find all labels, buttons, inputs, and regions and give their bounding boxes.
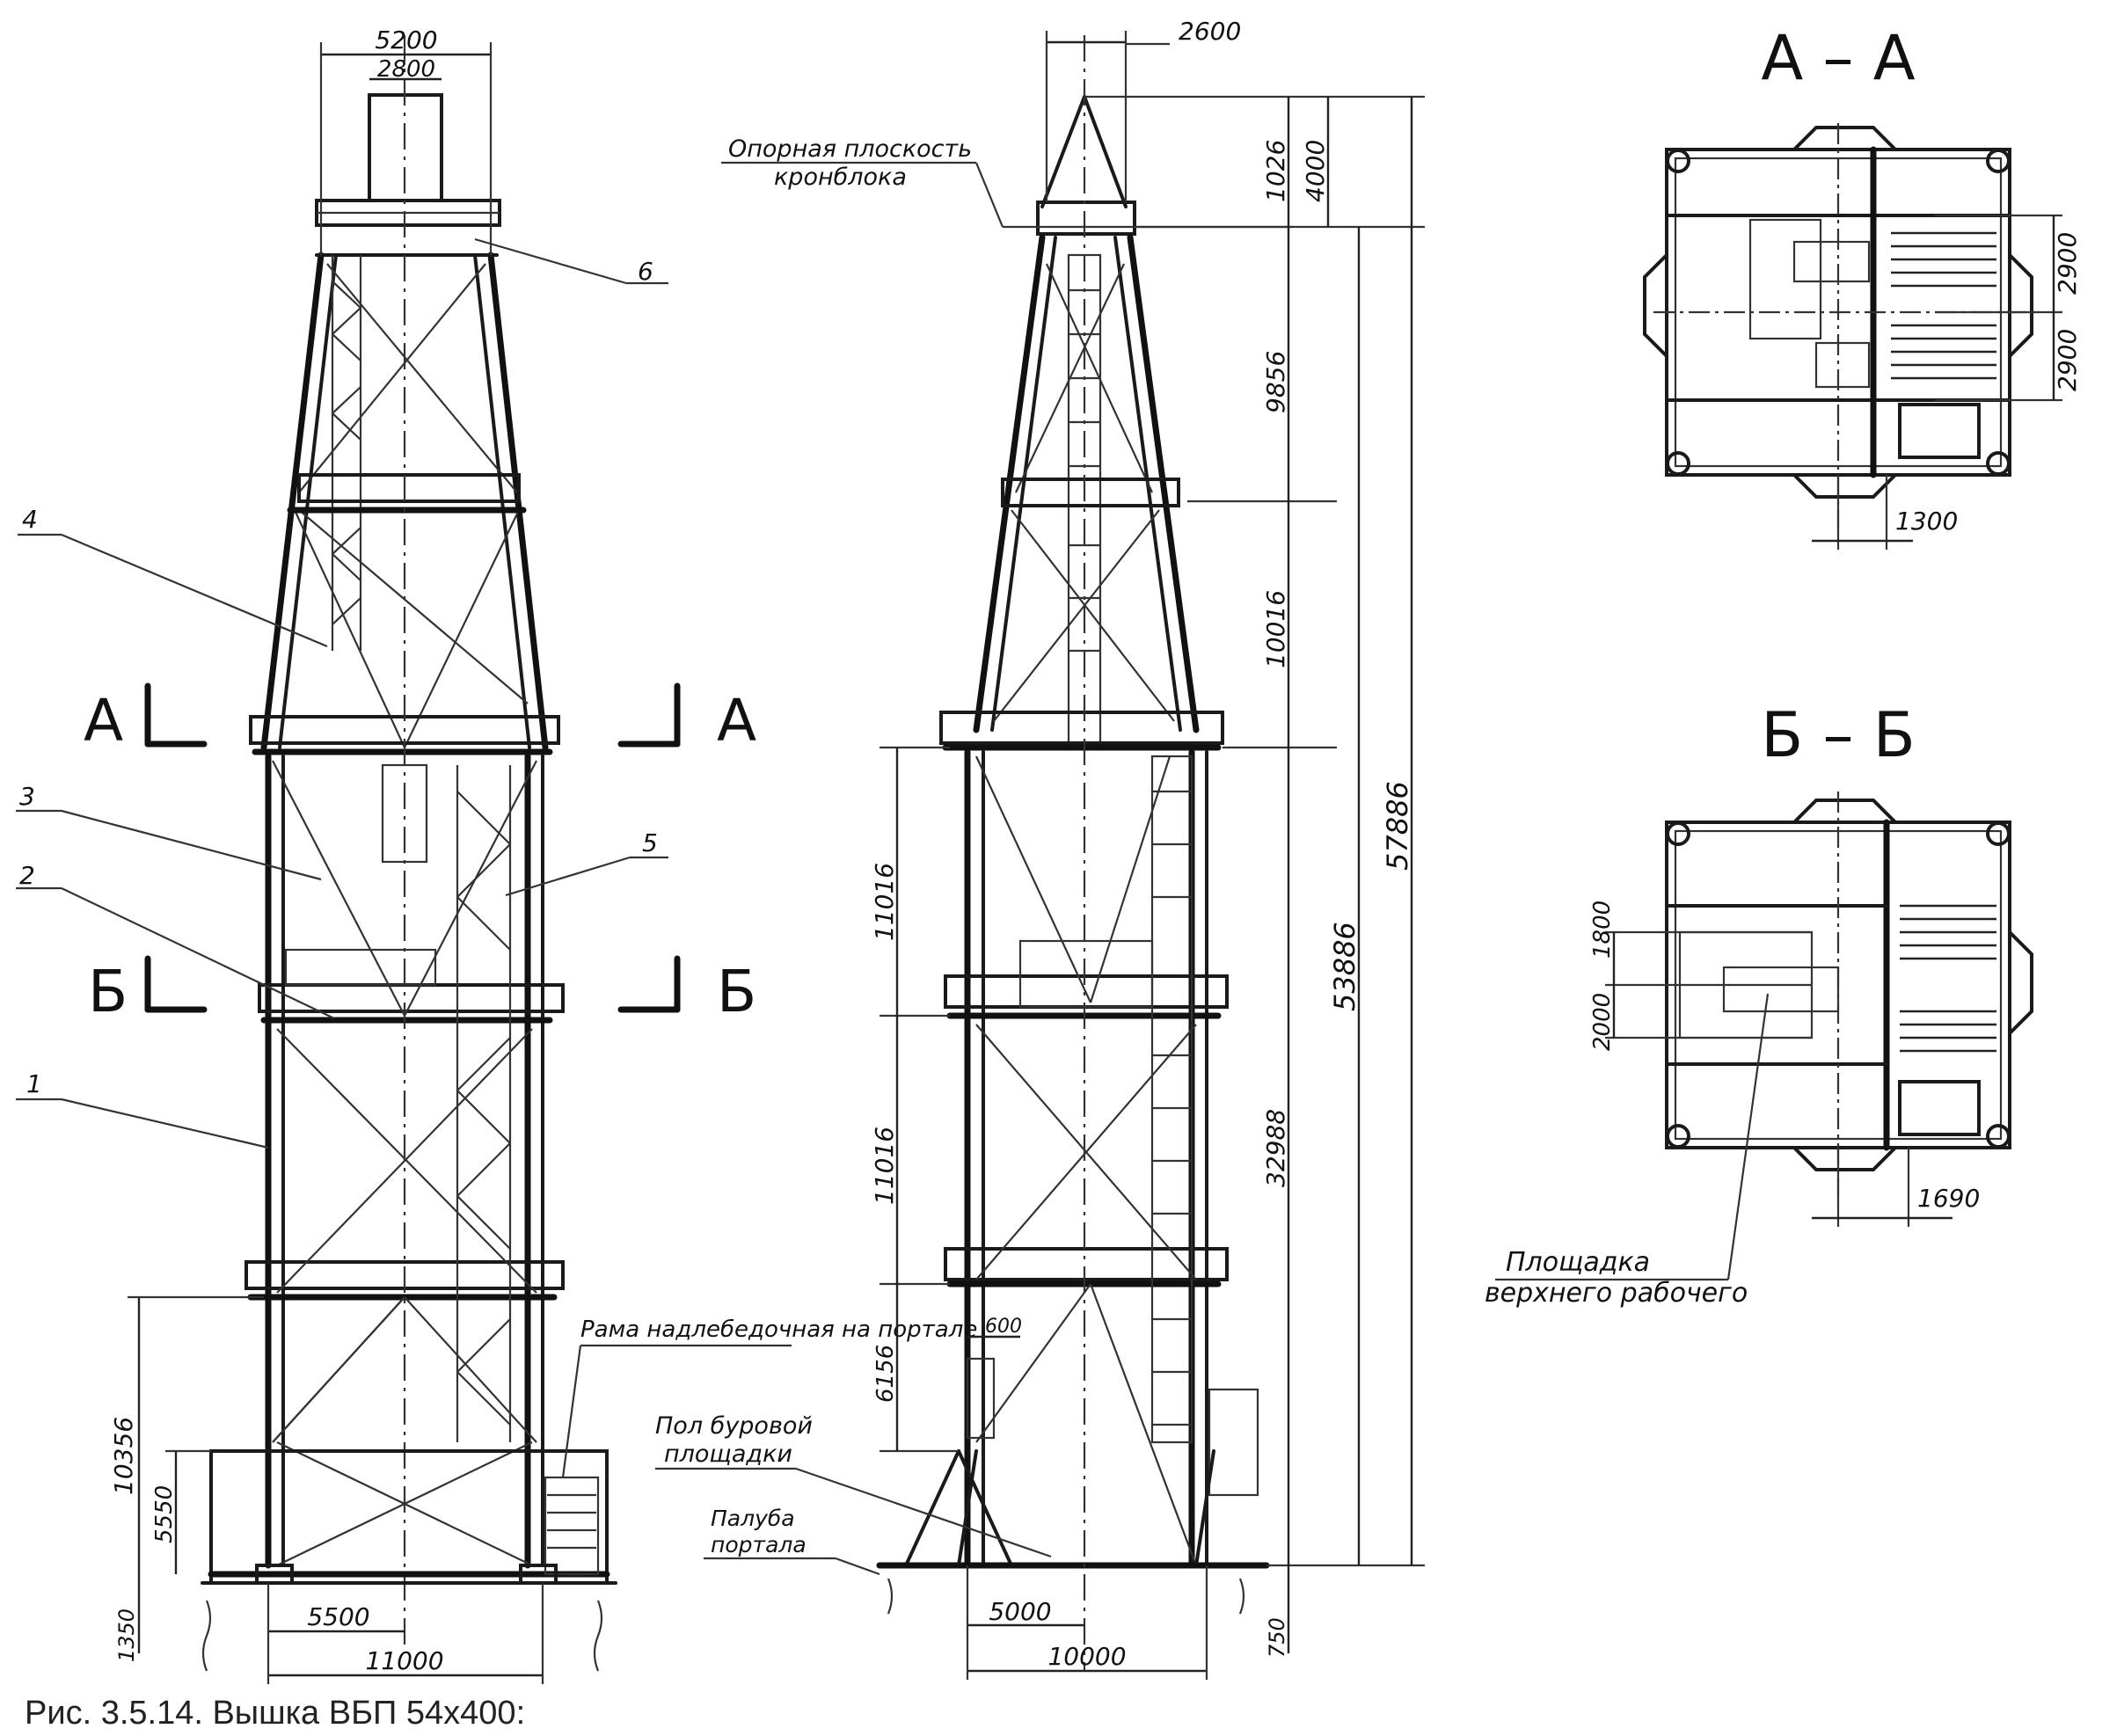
dim-top-width: 5200 — [375, 26, 437, 55]
dim-5550: 5550 — [151, 1485, 178, 1543]
dim-1350: 1350 — [114, 1608, 139, 1662]
dim-750: 750 — [1265, 1617, 1289, 1658]
note-frame-label: Рама надлебедочная на портале — [580, 1317, 977, 1343]
section-mark-aa-left: A — [84, 687, 123, 755]
figure-caption: Рис. 3.5.14. Вышка ВБП 54x400: — [25, 1695, 525, 1732]
dim-5000: 5000 — [989, 1597, 1051, 1626]
label-portal-deck-2: портала — [711, 1532, 807, 1557]
label-rig-floor-2: площадки — [664, 1441, 792, 1468]
dim-11016-lower: 11016 — [870, 1127, 899, 1205]
callouts: 6 4 3 2 1 5 — [16, 237, 668, 1149]
dim-half-base: 5500 — [307, 1602, 369, 1631]
section-mark-bb-right: Б — [717, 958, 756, 1025]
dim-10356: 10356 — [109, 1417, 138, 1495]
dim-600: 600 — [985, 1316, 1022, 1338]
section-mark-aa-right: A — [717, 687, 756, 755]
dim-2600: 2600 — [1179, 17, 1241, 46]
dim-6156: 6156 — [872, 1345, 899, 1403]
dim-2900-upper: 2900 — [2053, 232, 2082, 295]
front-view: A A Б Б 6 4 3 2 1 5 — [16, 26, 977, 1684]
callout-6: 6 — [638, 257, 653, 286]
section-bb: Б – Б 1800 2000 16 — [1485, 699, 2033, 1309]
label-crown-plane-1: Опорная плоскость — [728, 135, 972, 163]
label-rig-floor-1: Пол буровой — [655, 1412, 813, 1440]
label-crown-plane-2: кронблока — [774, 164, 907, 191]
dim-10000: 10000 — [1047, 1642, 1126, 1671]
front-dimensions: 5200 2800 10356 5550 1350 5500 11000 — [109, 26, 544, 1684]
callout-1: 1 — [26, 1069, 42, 1098]
dim-53886: 53886 — [1328, 922, 1361, 1011]
dim-57886: 57886 — [1381, 781, 1414, 871]
dim-10016: 10016 — [1261, 590, 1290, 668]
dim-1026: 1026 — [1261, 140, 1290, 202]
label-platform-1: Площадка — [1506, 1247, 1650, 1278]
dim-1300: 1300 — [1895, 507, 1958, 536]
section-mark-bb-left: Б — [88, 958, 128, 1025]
dim-1800: 1800 — [1589, 901, 1616, 959]
callout-5: 5 — [642, 828, 658, 857]
dim-32988: 32988 — [1261, 1109, 1290, 1187]
label-platform-2: верхнего рабочего — [1485, 1278, 1748, 1309]
callout-4: 4 — [22, 505, 38, 534]
section-aa-title: А – А — [1761, 22, 1915, 94]
label-portal-deck-1: Палуба — [711, 1506, 795, 1531]
dim-crown-width: 2800 — [377, 56, 435, 83]
section-aa: А – А 2900 2900 — [1643, 22, 2082, 550]
dim-2000: 2000 — [1589, 993, 1616, 1051]
side-dimensions: 2600 4000 1026 9856 10016 57886 53886 — [870, 17, 1425, 1680]
dim-1690: 1690 — [1917, 1184, 1980, 1213]
dim-4000: 4000 — [1301, 140, 1330, 202]
section-bb-title: Б – Б — [1761, 699, 1916, 771]
dim-2900-lower: 2900 — [2053, 329, 2082, 391]
callout-2: 2 — [19, 861, 35, 890]
side-view: Опорная плоскость кронблока Пол буровой … — [655, 17, 1425, 1680]
dim-11016-upper: 11016 — [870, 863, 899, 941]
callout-3: 3 — [19, 782, 35, 811]
dim-base: 11000 — [365, 1646, 443, 1675]
dim-9856: 9856 — [1261, 351, 1290, 413]
